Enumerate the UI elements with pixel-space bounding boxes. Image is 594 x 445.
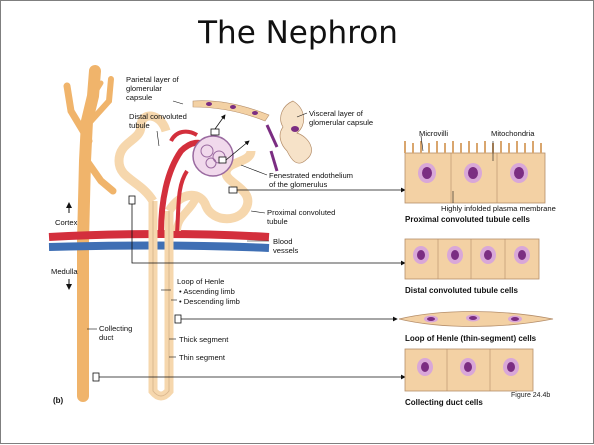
label-collecting-line-1: Collecting bbox=[99, 324, 132, 333]
henle-cells-panel bbox=[399, 312, 553, 327]
distal-cells-panel bbox=[405, 239, 539, 279]
label-fenestrated-line-2: of the glomerulus bbox=[269, 180, 353, 189]
label-parietal-line-3: capsule bbox=[126, 93, 179, 102]
panel-label: (b) bbox=[53, 396, 63, 405]
label-distal-line-2: tubule bbox=[129, 121, 187, 130]
label-parietal-layer: Parietal layer of glomerular capsule bbox=[126, 75, 179, 102]
label-mitochondria: Mitochondria bbox=[491, 129, 534, 138]
label-blood-line-2: vessels bbox=[273, 246, 298, 255]
label-blood-vessels: Blood vessels bbox=[273, 237, 298, 255]
label-visceral-line-1: Visceral layer of bbox=[309, 109, 373, 118]
caption-distal-cells: Distal convoluted tubule cells bbox=[405, 286, 518, 295]
label-proximal-line-1: Proximal convoluted bbox=[267, 208, 335, 217]
figure-credit: Figure 24.4b bbox=[511, 392, 550, 399]
label-visceral-line-2: glomerular capsule bbox=[309, 118, 373, 127]
caption-collecting-cells: Collecting duct cells bbox=[405, 398, 483, 407]
label-fenestrated-line-1: Fenestrated endothelium bbox=[269, 171, 353, 180]
label-distal-tubule: Distal convoluted tubule bbox=[129, 112, 187, 130]
label-distal-line-1: Distal convoluted bbox=[129, 112, 187, 121]
label-collecting-line-2: duct bbox=[99, 333, 132, 342]
parietal-layer-detail bbox=[193, 101, 269, 129]
label-visceral-layer: Visceral layer of glomerular capsule bbox=[309, 109, 373, 127]
label-loop-of-henle: Loop of Henle bbox=[177, 277, 224, 286]
label-fenestrated-endothelium: Fenestrated endothelium of the glomerulu… bbox=[269, 171, 353, 189]
caption-proximal-cells: Proximal convoluted tubule cells bbox=[405, 215, 530, 224]
label-cortex: Cortex bbox=[55, 218, 77, 227]
label-ascending-limb: • Ascending limb bbox=[179, 287, 235, 296]
collecting-cells-panel bbox=[405, 349, 533, 391]
caption-henle-cells: Loop of Henle (thin-segment) cells bbox=[405, 334, 536, 343]
label-parietal-line-2: glomerular bbox=[126, 84, 179, 93]
label-blood-line-1: Blood bbox=[273, 237, 298, 246]
label-parietal-line-1: Parietal layer of bbox=[126, 75, 179, 84]
label-medulla: Medulla bbox=[51, 267, 78, 276]
label-proximal-line-2: tubule bbox=[267, 217, 335, 226]
label-thick-segment: Thick segment bbox=[179, 335, 228, 344]
label-microvilli: Microvilli bbox=[419, 129, 448, 138]
glomerulus bbox=[193, 129, 233, 176]
region-markers bbox=[93, 187, 405, 381]
label-collecting-duct: Collecting duct bbox=[99, 324, 132, 342]
label-proximal-tubule: Proximal convoluted tubule bbox=[267, 208, 335, 226]
label-infolded-membrane: Highly infolded plasma membrane bbox=[441, 204, 556, 213]
label-descending-limb: • Descending limb bbox=[179, 297, 240, 306]
label-thin-segment: Thin segment bbox=[179, 353, 225, 362]
proximal-cells-panel bbox=[405, 136, 545, 203]
